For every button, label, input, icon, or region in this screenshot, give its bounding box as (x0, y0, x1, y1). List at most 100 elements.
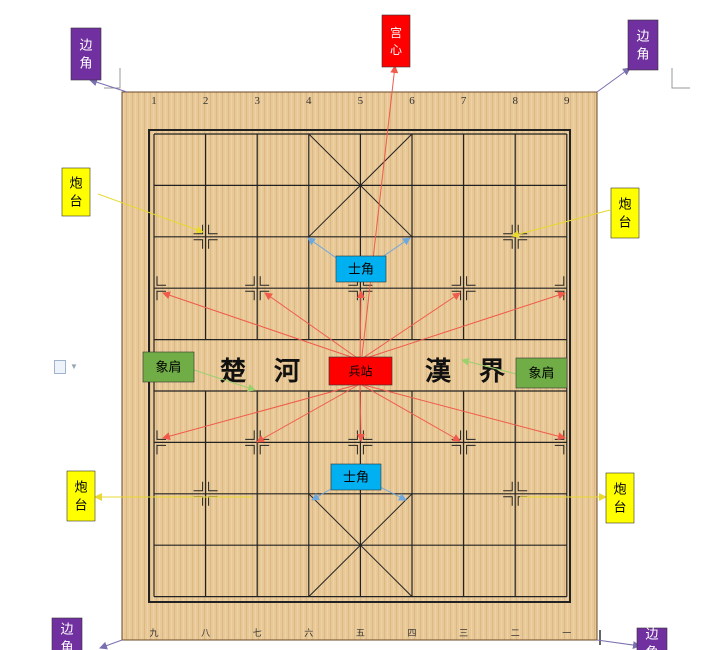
cannon-post-label-bottom-right-box (605, 472, 635, 524)
cannon-post-label-bottom-right-label: 炮 (613, 483, 626, 498)
position-mark (466, 430, 476, 440)
column-number-bottom: 七 (253, 628, 262, 639)
arrows (89, 65, 641, 650)
palace-center-label-box (381, 14, 411, 68)
corner-label-top-left-box (70, 27, 102, 81)
advisor-corner-label-top-box (335, 255, 387, 283)
cannon-post-label-bottom-right-label: 台 (613, 501, 626, 516)
position-mark (193, 481, 204, 492)
position-mark (156, 444, 166, 455)
chevron-down-icon[interactable]: ▼ (70, 362, 78, 371)
advisor-corner-label-top-label: 士角 (348, 263, 374, 278)
column-number-bottom: 九 (149, 628, 158, 639)
column-number-top: 3 (254, 95, 260, 107)
cannon-post-label-top-right-box (610, 187, 640, 239)
position-mark (208, 239, 218, 249)
position-mark (466, 290, 476, 301)
cannon-post-label-top-right-label: 炮 (618, 198, 631, 213)
cannon-post-label-top-right: 炮台 (610, 187, 640, 239)
arrow (461, 357, 517, 375)
cannon-post-label-top-left-label: 炮 (69, 177, 82, 192)
column-number-top: 5 (358, 95, 364, 107)
position-mark (451, 444, 462, 455)
board-grid (153, 133, 568, 598)
position-mark (245, 276, 255, 286)
elephant-shoulder-label-right-box (515, 357, 568, 389)
column-number-bottom: 三 (459, 629, 468, 639)
column-number-bottom: 六 (304, 627, 313, 639)
river-char-jie: 界 (479, 357, 505, 387)
position-mark (503, 481, 513, 492)
advisor-corner-label-top: 士角 (335, 255, 387, 283)
corner-label-bottom-left-box (51, 617, 83, 650)
soldier-station-label: 兵站 (328, 356, 393, 386)
cannon-post-label-bottom-left: 炮台 (66, 470, 96, 522)
column-number-bottom: 四 (407, 629, 416, 639)
position-mark (466, 276, 476, 286)
corner-label-bottom-left: 边角 (51, 617, 83, 650)
column-number-top: 2 (203, 95, 209, 107)
cannon-post-label-bottom-left-label: 台 (74, 499, 87, 514)
corner-label-top-left-label: 角 (79, 57, 92, 72)
elephant-shoulder-label-right-label: 象肩 (528, 366, 554, 382)
palace-diagonals (308, 133, 413, 597)
arrow (256, 383, 361, 443)
column-number-top: 4 (306, 95, 312, 107)
arrow (596, 67, 631, 93)
arrow (359, 383, 566, 441)
arrow (97, 193, 204, 234)
arrow (511, 209, 611, 239)
cannon-post-label-top-left: 炮台 (61, 167, 91, 217)
column-number-bottom: 五 (356, 629, 365, 639)
river-char-he: 河 (274, 357, 300, 387)
position-mark (554, 444, 565, 455)
arrow (99, 639, 123, 650)
column-number-top: 6 (409, 95, 415, 107)
position-mark (503, 239, 513, 249)
cannon-post-label-bottom-left-label: 炮 (74, 481, 87, 496)
arrow (162, 383, 361, 441)
corner-label-top-left: 边角 (70, 27, 102, 81)
position-mark (451, 276, 462, 286)
palace-diagonal (308, 493, 413, 597)
position-mark (259, 276, 270, 286)
arrow (193, 369, 256, 392)
position-mark (554, 276, 565, 286)
position-mark (259, 290, 270, 301)
column-number-bottom: 一 (562, 629, 571, 639)
document-icon[interactable] (54, 360, 66, 374)
position-mark (503, 496, 513, 506)
soldier-station-label-label: 兵站 (348, 364, 372, 378)
corner-label-bottom-right-box (636, 627, 668, 650)
advisor-corner-label-bottom-label: 士角 (343, 471, 369, 486)
arrow (359, 291, 566, 361)
column-number-top: 1 (151, 95, 157, 107)
palace-center-label-label: 心 (390, 43, 402, 57)
cannon-post-label-top-left-box (61, 167, 91, 217)
column-number-top: 8 (512, 95, 518, 107)
position-mark (466, 444, 476, 455)
arrow (162, 291, 361, 361)
arrow (356, 290, 365, 361)
bottom-column-numbers: 九八七六五四三二一 (149, 627, 571, 639)
arrow (359, 292, 461, 361)
position-mark (259, 444, 270, 455)
column-number-bottom: 二 (511, 629, 520, 639)
column-number-top: 7 (461, 95, 467, 107)
palace-diagonal (308, 133, 413, 238)
elephant-shoulder-label-right: 象肩 (515, 357, 568, 389)
position-mark (348, 444, 358, 455)
arrow (89, 78, 128, 93)
arrow (264, 292, 361, 361)
arrow (359, 383, 461, 442)
arrow (596, 639, 641, 649)
position-mark (208, 481, 218, 492)
corner-label-bottom-right: 边角 (636, 627, 668, 650)
elephant-shoulder-label-left-label: 象肩 (155, 360, 181, 376)
label-boxes: 边角边角边角边角宫心炮台炮台炮台炮台士角士角象肩象肩兵站 (51, 14, 668, 650)
corner-label-top-right-box (627, 19, 659, 71)
cannon-post-label-bottom-left-box (66, 470, 96, 522)
cannon-post-label-top-left-label: 台 (69, 195, 82, 210)
